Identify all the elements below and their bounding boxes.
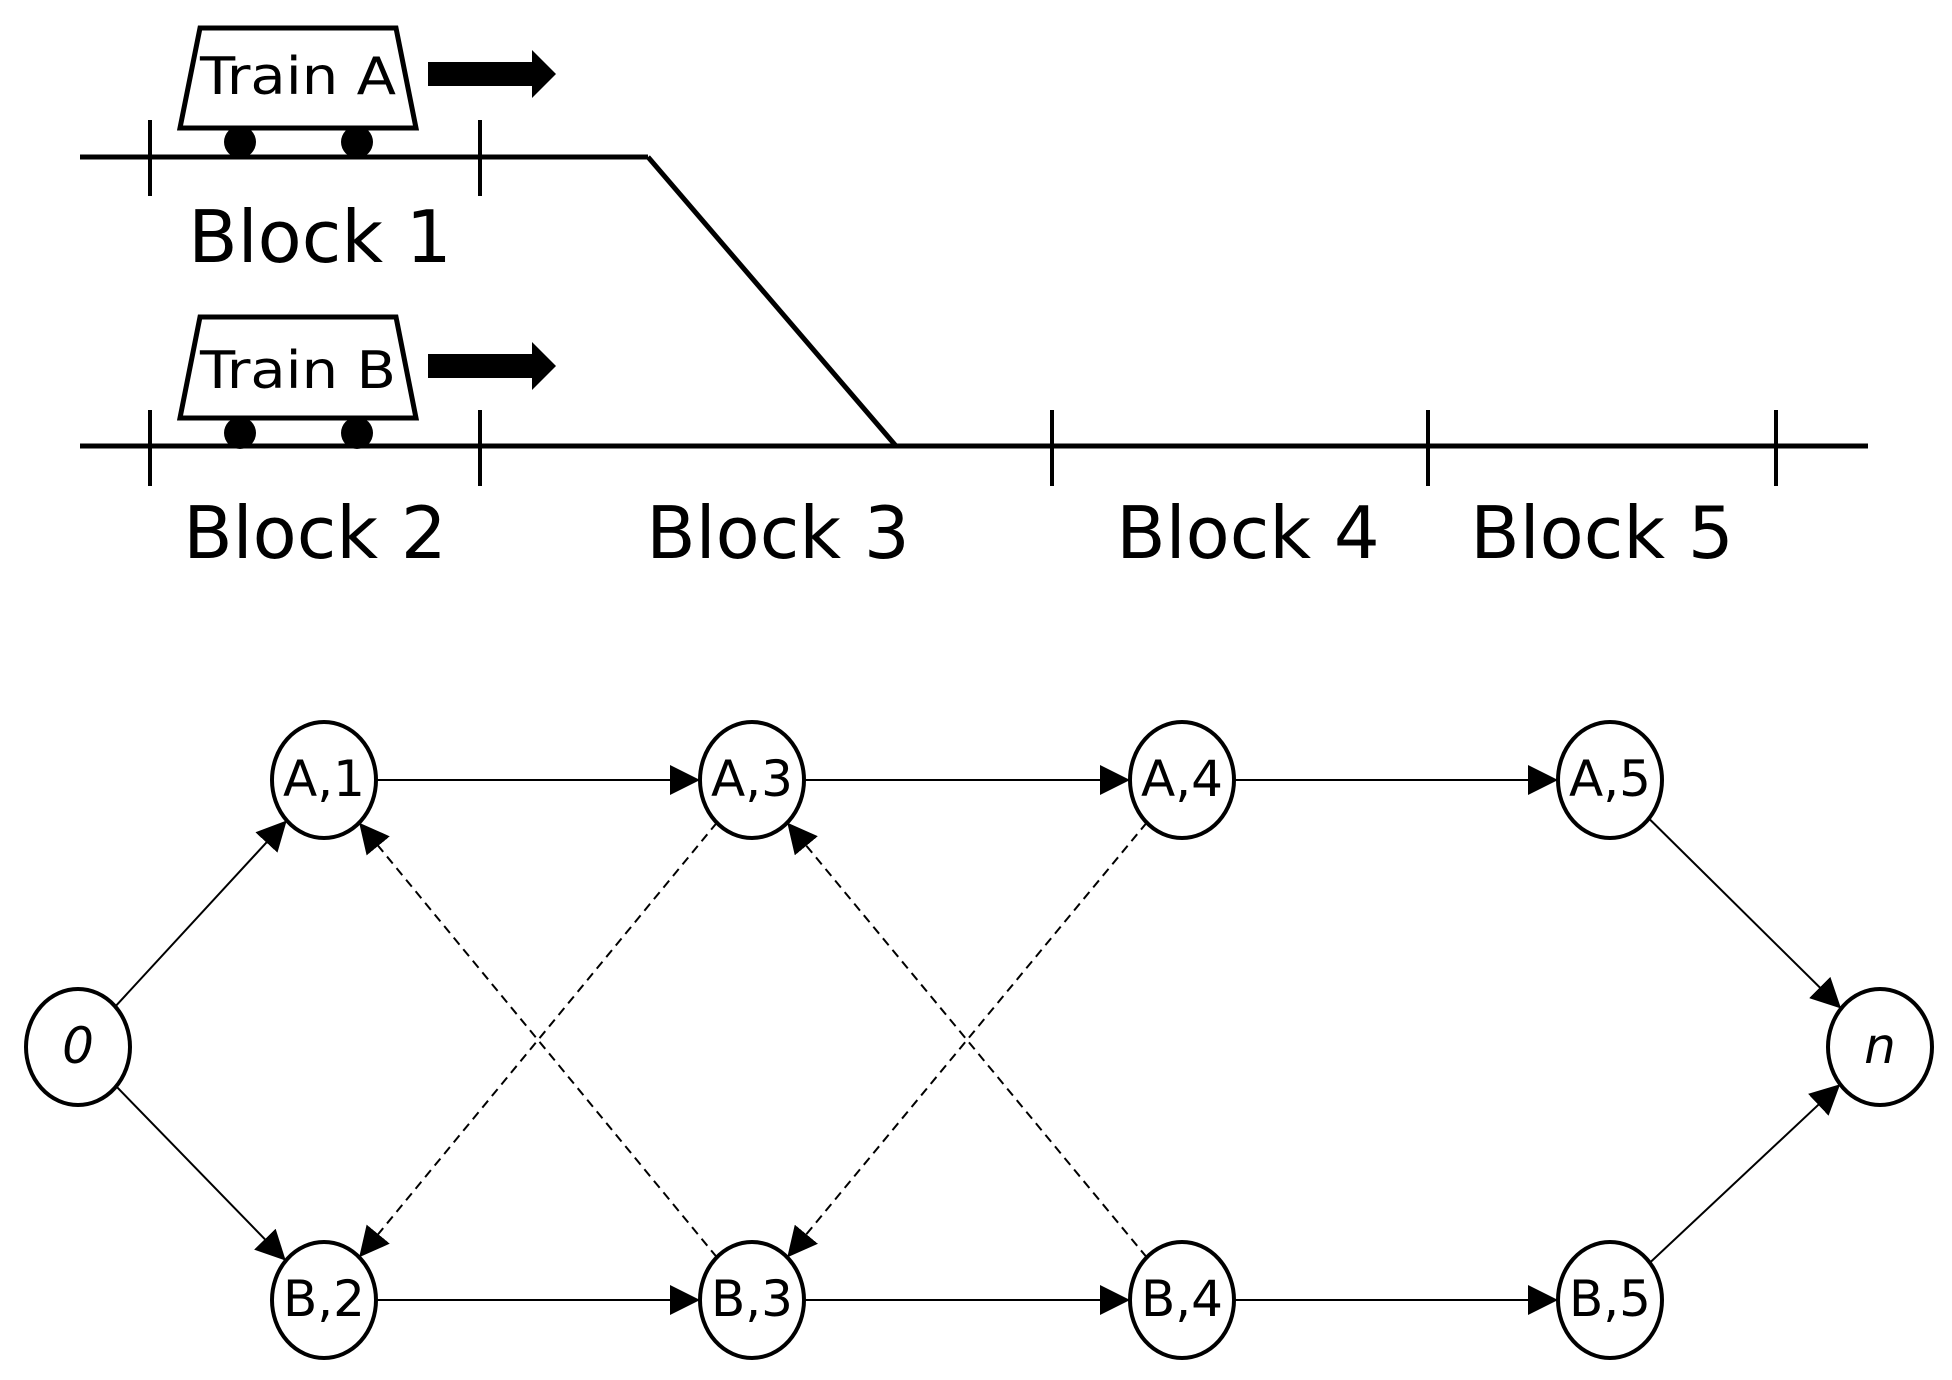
block-label-2: Block 2 [183, 491, 446, 575]
node-circle [698, 720, 806, 840]
node-circle [1128, 1240, 1236, 1360]
edge-B4-to-A3-dashed [786, 821, 1148, 1259]
node-circle [1556, 720, 1664, 840]
edge-A4-to-B3-dashed [786, 821, 1148, 1259]
node-label: A,1 [283, 750, 365, 808]
node-circle [698, 1240, 806, 1360]
train-b-body [176, 314, 420, 421]
edge-0-to-A1 [114, 819, 288, 1008]
node-b5: B,5 [1556, 1240, 1664, 1360]
node-label: 0 [62, 1017, 94, 1075]
block-label-3: Block 3 [646, 491, 909, 575]
crossover-track [646, 155, 898, 448]
node-a3: A,3 [698, 720, 806, 840]
node-b3: B,3 [698, 1240, 806, 1360]
node-label: A,3 [711, 750, 793, 808]
train-a-wheel [341, 126, 373, 158]
train-a-wheel [224, 126, 256, 158]
edge-B3-to-A1-dashed [358, 822, 718, 1258]
track-layout: Block 1 Block 2 Block 3 Block 4 Block 5 … [80, 25, 1868, 575]
block-label-4: Block 4 [1116, 491, 1379, 575]
node-n: n [1826, 987, 1934, 1107]
edge-0-to-B2 [115, 1085, 287, 1262]
edge-A5-to-n [1648, 817, 1842, 1010]
block-label-1: Block 1 [188, 195, 451, 279]
train-b-wheel [341, 417, 373, 449]
node-label: A,4 [1141, 750, 1223, 808]
graph-edges [114, 765, 1842, 1315]
train-a-label: Train A [199, 47, 397, 107]
node-label: B,4 [1141, 1270, 1223, 1328]
node-circle [24, 987, 132, 1107]
node-label: A,5 [1569, 750, 1651, 808]
block-label-5: Block 5 [1470, 491, 1733, 575]
node-b4: B,4 [1128, 1240, 1236, 1360]
node-circle [270, 720, 378, 840]
node-label: B,2 [283, 1270, 365, 1328]
train-b-direction-arrow [428, 342, 556, 390]
edge-B5-to-n [1649, 1083, 1841, 1264]
node-a5: A,5 [1556, 720, 1664, 840]
node-circle [1826, 987, 1934, 1107]
train-a-direction-arrow [428, 50, 556, 98]
train-b-label: Train B [199, 341, 396, 401]
train-a-body [176, 25, 420, 131]
node-label: B,3 [711, 1270, 793, 1328]
train-b-wheel [224, 417, 256, 449]
node-label: B,5 [1569, 1270, 1651, 1328]
edge-A3-to-B2-dashed [358, 822, 718, 1258]
train-a: Train A [176, 25, 556, 158]
graph-nodes: 0 A,1 A,3 A,4 A,5B,2 B,3 B,4 B,5 n [24, 720, 1934, 1360]
node-a1: A,1 [270, 720, 378, 840]
node-label: n [1864, 1017, 1896, 1075]
node-circle [1556, 1240, 1664, 1360]
node-b2: B,2 [270, 1240, 378, 1360]
node-a4: A,4 [1128, 720, 1236, 840]
train-b: Train B [176, 314, 556, 449]
node-circle [270, 1240, 378, 1360]
node-circle [1128, 720, 1236, 840]
node-0: 0 [24, 987, 132, 1107]
